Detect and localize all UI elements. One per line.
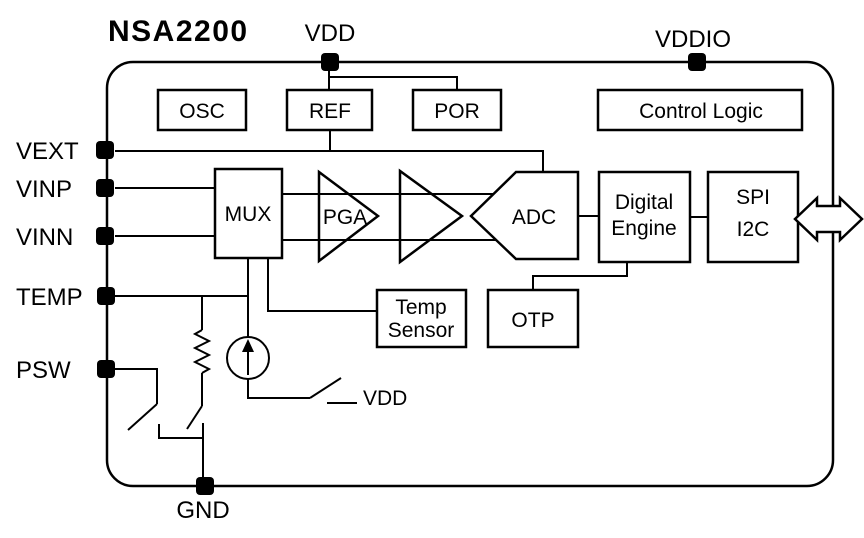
- adc-label: ADC: [512, 206, 556, 229]
- bidirectional-arrow-icon: [793, 195, 864, 243]
- pin-label-temp: TEMP: [16, 284, 83, 311]
- digital-engine-label-1: Digital: [615, 191, 673, 214]
- spi-label: SPI: [736, 186, 770, 209]
- mux-label: MUX: [225, 203, 272, 226]
- digital-engine-block: [597, 170, 692, 264]
- wire-mux-tempsensor: [267, 258, 377, 312]
- i2c-label: I2C: [737, 218, 770, 241]
- wire-vext: [115, 150, 544, 172]
- pga-amplifier-symbol: [317, 169, 381, 264]
- amplifier-symbol: [398, 168, 465, 265]
- resistor-symbol: [192, 329, 212, 374]
- ref-block: [285, 88, 374, 132]
- por-block: [411, 88, 503, 132]
- pin-label-psw: PSW: [16, 357, 71, 384]
- switch-psw-blade: [127, 403, 158, 431]
- wire-switch-gnd: [158, 424, 203, 439]
- switch-vdd-blade: [309, 377, 342, 399]
- pin-pad-vddio: [688, 53, 706, 71]
- otp-label: OTP: [511, 309, 554, 332]
- wire-currentsource-switch: [247, 379, 310, 399]
- control-logic-block: [596, 88, 804, 132]
- spi-i2c-block: [706, 170, 800, 264]
- temp-sensor-label-1: Temp: [395, 296, 446, 319]
- pin-label-vinn: VINN: [16, 224, 73, 251]
- otp-block: [486, 288, 580, 349]
- pin-pad-psw: [97, 360, 115, 378]
- wires: [115, 70, 708, 477]
- pin-label-vinp: VINP: [16, 176, 72, 203]
- pin-label-vddio: VDDIO: [655, 26, 731, 53]
- wire-vdd-por: [329, 76, 458, 90]
- temp-sensor-label-2: Sensor: [388, 319, 455, 342]
- chip-outline: [105, 60, 835, 488]
- por-label: POR: [434, 100, 480, 123]
- pin-pad-gnd: [196, 477, 214, 495]
- control-logic-label: Control Logic: [639, 100, 763, 123]
- pin-pad-vdd: [321, 53, 339, 71]
- digital-engine-label-2: Engine: [611, 217, 676, 240]
- wire-digital-otp: [532, 262, 628, 290]
- ref-label: REF: [309, 100, 351, 123]
- pin-pad-temp: [97, 287, 115, 305]
- pin-label-vdd: VDD: [305, 20, 356, 47]
- pin-pad-vinp: [96, 179, 114, 197]
- current-source-symbol: [226, 336, 270, 380]
- osc-block: [156, 88, 248, 132]
- page-title: NSA2200: [108, 15, 249, 48]
- switch-resistor-blade: [186, 405, 203, 430]
- pga-label: PGA: [323, 206, 367, 229]
- switch-vdd-label: VDD: [363, 387, 407, 410]
- temp-sensor-block: [375, 288, 468, 349]
- wire-psw: [115, 368, 158, 404]
- osc-label: OSC: [179, 100, 225, 123]
- mux-block: [213, 167, 284, 260]
- pin-label-gnd: GND: [176, 497, 229, 524]
- pin-label-vext: VEXT: [16, 138, 79, 165]
- pin-pad-vext: [96, 141, 114, 159]
- adc-block: [469, 170, 580, 261]
- pin-pad-vinn: [96, 227, 114, 245]
- arrow-up-icon: [242, 339, 254, 352]
